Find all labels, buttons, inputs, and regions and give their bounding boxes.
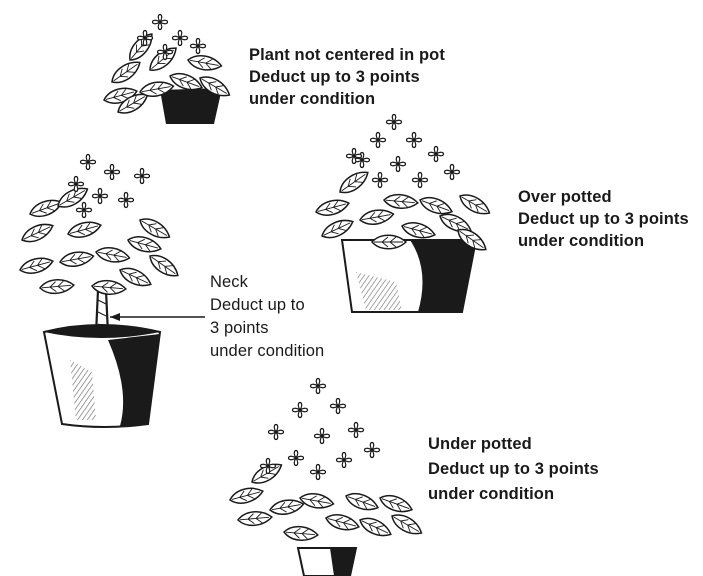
caption-line: 3 points [210, 317, 324, 340]
plant-neck [18, 155, 205, 428]
foliage-over-potted [314, 115, 493, 256]
caption-line: Neck [210, 271, 324, 294]
plant-not-centered [102, 15, 233, 125]
caption-under-potted: Under potted Deduct up to 3 points under… [428, 432, 599, 507]
caption-line: Deduct up to 3 points [249, 66, 445, 88]
caption-line: under condition [428, 482, 599, 507]
foliage-neck [18, 155, 181, 296]
plant-over-potted [314, 115, 493, 313]
caption-line: under condition [210, 340, 324, 363]
caption-neck: Neck Deduct up to 3 points under conditi… [210, 271, 324, 363]
foliage-under-potted [228, 379, 425, 542]
caption-line: Plant not centered in pot [249, 44, 445, 66]
caption-over-potted: Over potted Deduct up to 3 points under … [518, 186, 689, 252]
caption-line: Deduct up to 3 points [518, 208, 689, 230]
plant-under-potted [228, 379, 425, 576]
caption-line: under condition [518, 230, 689, 252]
caption-line: under condition [249, 88, 445, 110]
caption-line: Over potted [518, 186, 689, 208]
caption-line: Under potted [428, 432, 599, 457]
caption-not-centered: Plant not centered in pot Deduct up to 3… [249, 44, 445, 110]
caption-line: Deduct up to [210, 294, 324, 317]
caption-line: Deduct up to 3 points [428, 457, 599, 482]
